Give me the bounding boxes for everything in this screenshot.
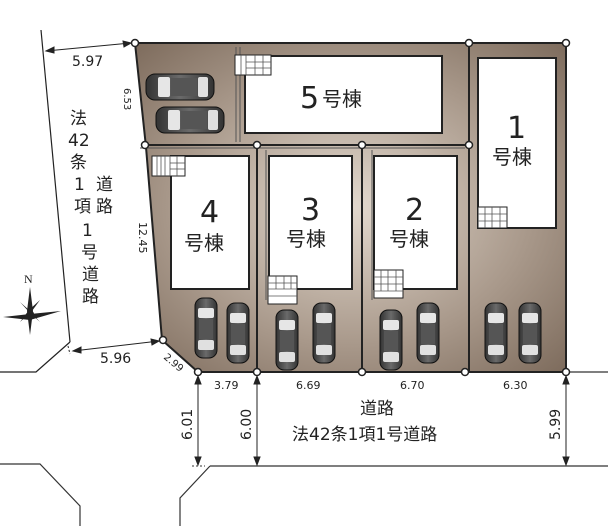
left-road: [0, 29, 71, 373]
svg-text:1: 1: [82, 221, 93, 241]
bottom-road: [0, 371, 608, 526]
building-1-number: 1: [507, 111, 526, 146]
building-4-number: 4: [200, 195, 219, 230]
building-4-suffix: 号棟: [184, 231, 224, 255]
dim-frontage-4: 3.79: [214, 379, 239, 392]
building-4: 4 号棟: [151, 155, 250, 290]
building-5-number: 5: [300, 81, 319, 116]
svg-text:路: 路: [96, 197, 113, 217]
building-2-suffix: 号棟: [389, 227, 429, 251]
compass-icon: N: [3, 272, 61, 335]
bottom-road-label-1: 道路: [360, 399, 394, 419]
dim-frontage-3: 6.69: [296, 379, 321, 392]
building-5-suffix: 号棟: [322, 87, 362, 111]
svg-text:道: 道: [82, 265, 99, 285]
dim-left-upper: 6.53: [121, 88, 132, 110]
dimension-lines: [44, 40, 570, 467]
dim-left-lower: 12.45: [136, 222, 149, 254]
svg-text:路: 路: [82, 287, 99, 307]
dim-road-width-mid: 6.00: [239, 409, 255, 440]
building-3-suffix: 号棟: [286, 227, 326, 251]
left-road-label: 法 42 条 1 項 1 号 道 路 道 路: [68, 109, 113, 307]
building-2-number: 2: [405, 193, 424, 228]
building-2: 2 号棟: [373, 155, 458, 299]
bottom-road-label-2: 法42条1項1号道路: [292, 425, 437, 445]
building-5: 5 号棟: [234, 54, 443, 134]
dim-road-width-left: 6.01: [180, 409, 196, 440]
building-3: 3 号棟: [267, 155, 353, 305]
dim-left-road-top: 5.97: [72, 54, 103, 70]
svg-text:法: 法: [70, 109, 87, 129]
svg-text:1: 1: [74, 175, 85, 195]
lot-dividers: [146, 43, 470, 372]
dim-road-width-right: 5.99: [548, 409, 564, 440]
svg-text:42: 42: [68, 131, 90, 151]
dim-frontage-1: 6.30: [503, 379, 528, 392]
compass-north-label: N: [24, 272, 33, 286]
svg-text:条: 条: [70, 153, 87, 173]
building-1: 1 号棟: [477, 57, 557, 229]
building-1-suffix: 号棟: [492, 145, 532, 169]
svg-text:号: 号: [81, 243, 98, 263]
dim-frontage-2: 6.70: [400, 379, 425, 392]
building-3-number: 3: [301, 193, 320, 228]
dim-left-road-bottom: 5.96: [100, 351, 131, 367]
svg-text:項: 項: [74, 197, 91, 217]
svg-text:道: 道: [96, 175, 113, 195]
boundary-markers: [130, 38, 571, 377]
